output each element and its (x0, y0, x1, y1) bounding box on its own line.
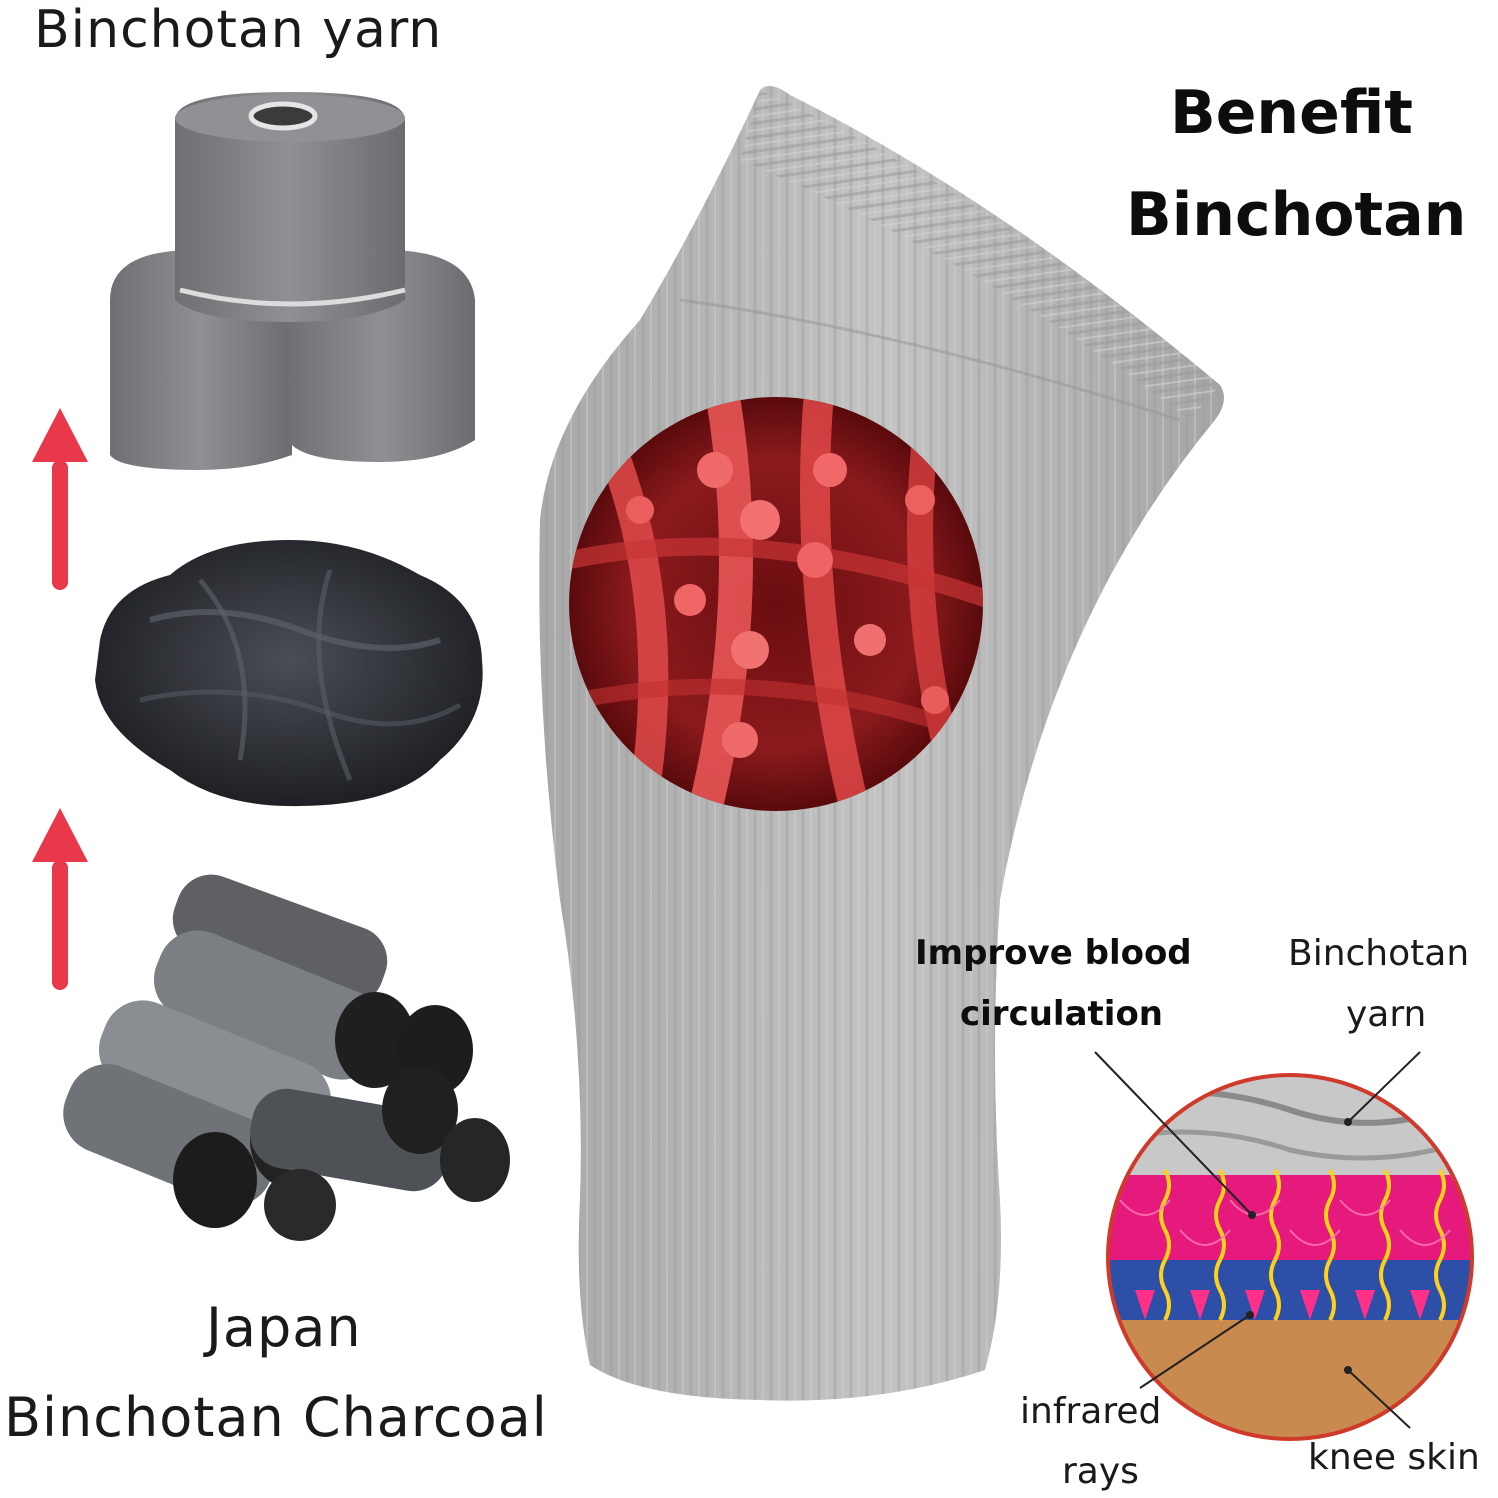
charcoal-logs-image (63, 874, 510, 1241)
up-arrow-icon (32, 808, 88, 990)
infrared-rays-label-line2: rays (1062, 1451, 1139, 1492)
improve-circulation-label-line1: Improve blood (915, 933, 1192, 973)
improve-circulation-label-line2: circulation (960, 994, 1164, 1034)
benefit-heading-line1: Benefit (1170, 78, 1413, 148)
up-arrow-icon (32, 408, 88, 590)
blood-circulation-circle (569, 397, 983, 811)
yarn-spools-image (110, 92, 475, 470)
charcoal-fiber-image (95, 540, 483, 807)
japan-label-line2: Binchotan Charcoal (4, 1386, 548, 1449)
japan-label-line1: Japan (206, 1296, 362, 1359)
infrared-rays-label-line1: infrared (1020, 1391, 1162, 1432)
binchotan-yarn-callout-line1: Binchotan (1288, 933, 1470, 974)
benefit-heading-line2: Binchotan (1126, 180, 1467, 250)
binchotan-yarn-callout-line2: yarn (1346, 994, 1427, 1035)
knee-skin-label: knee skin (1308, 1437, 1480, 1478)
binchotan-yarn-title: Binchotan yarn (34, 0, 443, 60)
